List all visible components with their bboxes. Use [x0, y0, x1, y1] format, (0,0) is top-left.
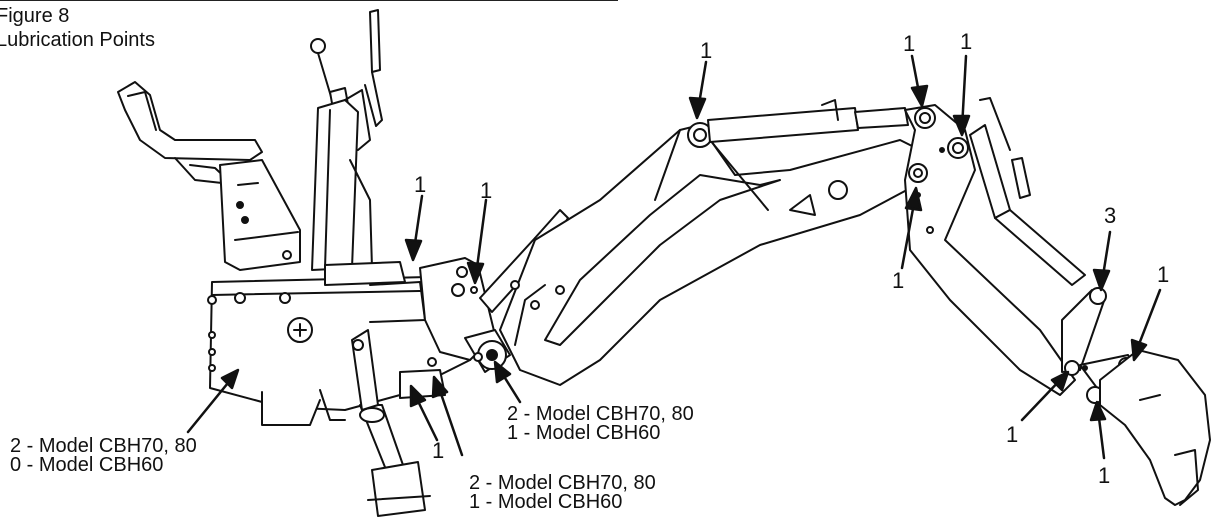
seat-support-panel [219, 159, 301, 271]
note-left: 2 - Model CBH70, 80 0 - Model CBH60 [10, 435, 197, 476]
note-left-line2: 0 - Model CBH60 [10, 454, 164, 476]
boom-cylinder [707, 99, 909, 143]
swing-frame [399, 257, 511, 399]
callout-link-lower: 1 [1006, 422, 1019, 447]
note-bottom: 2 - Model CBH70, 80 1 - Model CBH60 [469, 472, 656, 513]
figure-caption: Figure 8 Lubrication Points [0, 4, 155, 52]
bucket [1082, 349, 1211, 506]
bucket-cylinder [969, 97, 1086, 286]
note-bottom-line2: 1 - Model CBH60 [469, 491, 623, 513]
note-center-line2: 1 - Model CBH60 [507, 422, 661, 444]
callout-lower-frame: 1 [432, 438, 445, 463]
title-rule [0, 0, 618, 1]
callout-dipper-pin: 1 [892, 268, 905, 293]
control-tower [311, 89, 373, 271]
note-left-line1: 2 - Model CBH70, 80 [10, 435, 197, 457]
figure-number: Figure 8 [0, 5, 70, 27]
boom [499, 122, 936, 386]
note-bottom-line1: 2 - Model CBH70, 80 [469, 472, 656, 494]
figure-title: Lubrication Points [0, 29, 155, 51]
callout-swing-link: 1 [414, 172, 427, 197]
callout-bucket-right: 1 [1157, 262, 1170, 287]
operator-seat [117, 81, 263, 201]
callout-swing-frame: 1 [480, 178, 493, 203]
callout-linkage-3: 3 [1104, 203, 1117, 228]
stabilizer-leg [351, 329, 431, 517]
callout-arrows [186, 54, 1162, 460]
callout-bucket-pin: 1 [1098, 463, 1111, 488]
note-center-line1: 2 - Model CBH70, 80 [507, 403, 694, 425]
callout-dipper-top-right: 1 [960, 29, 973, 54]
callout-boom-pivot: 1 [700, 38, 713, 63]
note-center: 2 - Model CBH70, 80 1 - Model CBH60 [507, 403, 694, 444]
callout-dipper-top-left: 1 [903, 31, 916, 56]
